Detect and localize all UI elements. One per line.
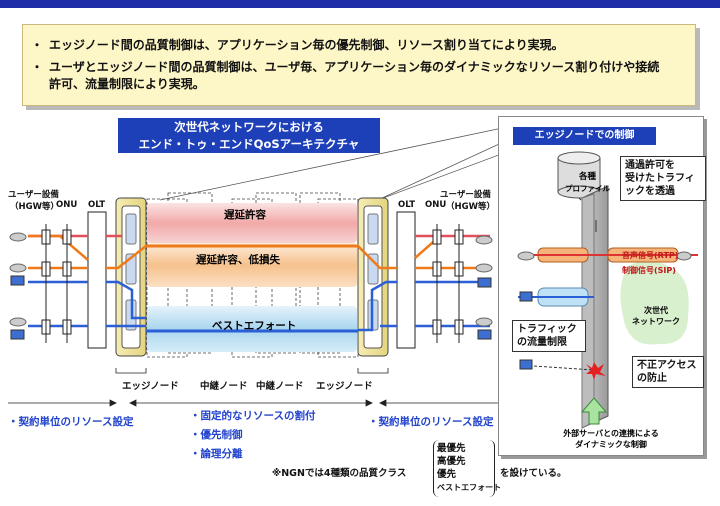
pc-icon: [519, 359, 533, 370]
edge-node-left-label: エッジノード: [122, 381, 179, 392]
bottom-right-resource: ・契約単位のリソース設定: [368, 416, 494, 428]
relay-node-left-label: 中継ノード: [200, 381, 248, 392]
profile-label: 各種 プロファイル: [565, 172, 610, 194]
banner-line-2: エンド・トゥ・エンドQoSアーキテクチャ: [138, 137, 360, 151]
flow-limit-line: の流量制限: [517, 337, 567, 348]
left-onu-label: ONU: [56, 200, 78, 210]
pass-callout-line: ックを透過: [625, 186, 675, 197]
unauth-callout: 不正アクセス の防止: [632, 356, 704, 388]
profile-database-icon: [557, 151, 601, 199]
control-signal-label: 制御信号(SIP): [622, 266, 676, 275]
flow-limit-callout: トラフィック の流量制限: [512, 320, 586, 352]
right-user-equipment-label: ユーザー設備: [440, 190, 491, 200]
flow-limit-line: トラフィック: [517, 324, 577, 335]
dynamic-control-caption: 外部サーバとの連携による ダイナミックな制御: [526, 428, 696, 450]
onu-left-devices: [41, 224, 72, 343]
pass-callout: 通過許可を 受けたトラフィ ックを透過: [620, 156, 706, 201]
summary-line-2-cont: 許可、流量制限により実現。: [49, 77, 205, 91]
right-olt-label: OLT: [398, 200, 416, 210]
pass-callout-line: 受けたトラフィ: [625, 173, 695, 184]
ngn-label-line: 次世代: [644, 306, 668, 315]
node-brackets: [115, 368, 389, 374]
pipe-label-low-loss: 遅延許容、低損失: [196, 254, 280, 266]
ngn-label: 次世代 ネットワーク: [632, 305, 680, 327]
edge-node-left: [115, 197, 147, 357]
caption-line: 外部サーバとの連携による: [563, 429, 659, 438]
classes-prefix: ※NGNでは4種類の品質クラス: [272, 468, 407, 479]
bottom-left-resource: ・契約単位のリソース設定: [8, 416, 134, 428]
terminal-icons-right: [475, 235, 493, 340]
edge-node-right: [357, 197, 389, 357]
banner-line-1: 次世代ネットワークにおける: [174, 120, 324, 134]
bottom-mid-logical: ・論理分離: [190, 448, 243, 460]
right-hgw-label: （HGW等）: [446, 202, 495, 212]
class-item: 優先: [437, 469, 457, 480]
left-olt-label: OLT: [88, 200, 106, 210]
classes-bracket: [433, 440, 495, 497]
summary-box: ・エッジノード間の品質制御は、アプリケーション毎の優先制御、リソース割り当てによ…: [22, 24, 696, 106]
voice-signal-label: 音声信号(RTP): [622, 251, 679, 260]
pass-callout-line: 通過許可を: [625, 160, 675, 171]
left-user-equipment-label: ユーザー設備: [8, 190, 59, 200]
olt-right: [396, 211, 416, 349]
pipe-best-effort: [147, 306, 357, 352]
pc-icon: [519, 291, 533, 302]
unauth-path: [533, 365, 595, 371]
edge-control-diagram: [517, 151, 698, 429]
caption-line: ダイナミックな制御: [575, 440, 647, 449]
phone-icon: [517, 251, 535, 261]
bottom-mid-priority: ・優先制御: [190, 429, 243, 441]
left-hgw-label: （HGW等）: [10, 202, 59, 212]
classes-suffix: を設けている。: [500, 468, 567, 479]
callout-lines: [159, 125, 513, 201]
pipe-delay-ok: [147, 203, 357, 243]
ngn-label-line: ネットワーク: [632, 317, 680, 326]
classes-list: 最優先 高優先 優先 ベストエフォート: [437, 442, 501, 494]
up-arrow-icon: [580, 397, 608, 425]
pipe-label-best-effort: ベストエフォート: [212, 320, 297, 332]
phone-icon: [676, 251, 692, 261]
unauth-line: 不正アクセス: [637, 360, 697, 371]
unauth-line: の防止: [637, 373, 667, 384]
bottom-mid-fixed: ・固定的なリソースの割付: [190, 410, 316, 422]
terminal-icons-left: [9, 232, 27, 340]
profile-label-line: 各種: [578, 172, 596, 182]
architecture-banner: 次世代ネットワークにおける エンド・トゥ・エンドQoSアーキテクチャ: [118, 118, 380, 153]
summary-line-2: ・ユーザとエッジノード間の品質制御は、ユーザ毎、アプリケーション毎のダイナミック…: [31, 60, 660, 74]
right-onu-label: ONU: [425, 200, 447, 210]
olt-left: [87, 211, 107, 349]
pipe-delay-ok-low-loss: [147, 243, 357, 287]
pipe-label-delay-ok: 遅延許容: [224, 209, 266, 221]
traffic-lines: [28, 234, 490, 333]
onu-right-devices: [432, 224, 464, 343]
scope-arrows: [8, 399, 500, 407]
top-bar: [0, 0, 720, 8]
edge-control-title: エッジノードでの制御: [513, 127, 656, 145]
class-item: ベストエフォート: [437, 483, 502, 492]
edge-node-right-label: エッジノード: [316, 381, 373, 392]
block-burst-icon: [586, 362, 606, 380]
summary-line-1: ・エッジノード間の品質制御は、アプリケーション毎の優先制御、リソース割り当てによ…: [31, 38, 564, 52]
ngn-cloud: [620, 261, 689, 345]
class-item: 最優先: [437, 443, 466, 454]
class-item: 高優先: [437, 456, 466, 467]
profile-label-line: プロファイル: [565, 184, 610, 193]
relay-node-right-label: 中継ノード: [256, 381, 304, 392]
